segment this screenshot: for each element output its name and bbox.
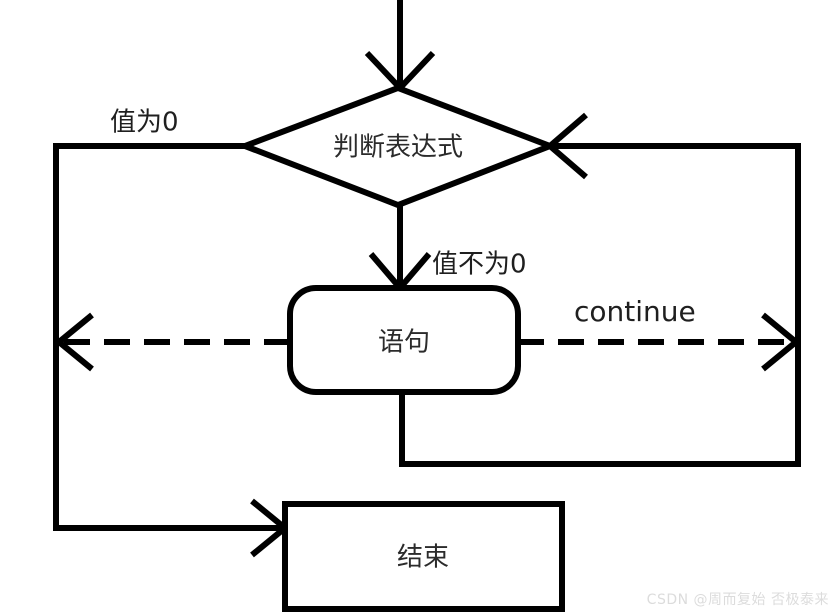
edge-loop-back-line xyxy=(399,143,801,467)
csdn-watermark: CSDN @周而复始 否极泰来 xyxy=(646,592,829,608)
node-decision[interactable]: 判断表达式 xyxy=(236,84,559,209)
edge-false-branch-line xyxy=(53,143,285,531)
end-label: 结束 xyxy=(397,543,449,573)
edge-label-continue: continue xyxy=(574,295,696,328)
statement-box-shape xyxy=(287,285,521,395)
edge-label-true-branch: 值不为0 xyxy=(432,250,527,280)
edge-false-branch xyxy=(53,143,290,558)
edge-break xyxy=(54,312,290,372)
node-end[interactable]: 结束 xyxy=(282,501,565,612)
end-box-shape xyxy=(282,501,565,612)
decision-label: 判断表达式 xyxy=(333,133,463,163)
decision-diamond-shape xyxy=(236,84,559,209)
edge-entry xyxy=(364,0,436,93)
edge-break-arrowhead xyxy=(54,312,94,372)
edge-label-false-branch: 值为0 xyxy=(110,108,179,138)
node-statement[interactable]: 语句 xyxy=(287,285,521,395)
edge-continue-arrowhead xyxy=(761,312,801,372)
statement-label: 语句 xyxy=(378,328,430,358)
edge-true-branch xyxy=(368,205,432,293)
edge-continue xyxy=(518,312,801,372)
